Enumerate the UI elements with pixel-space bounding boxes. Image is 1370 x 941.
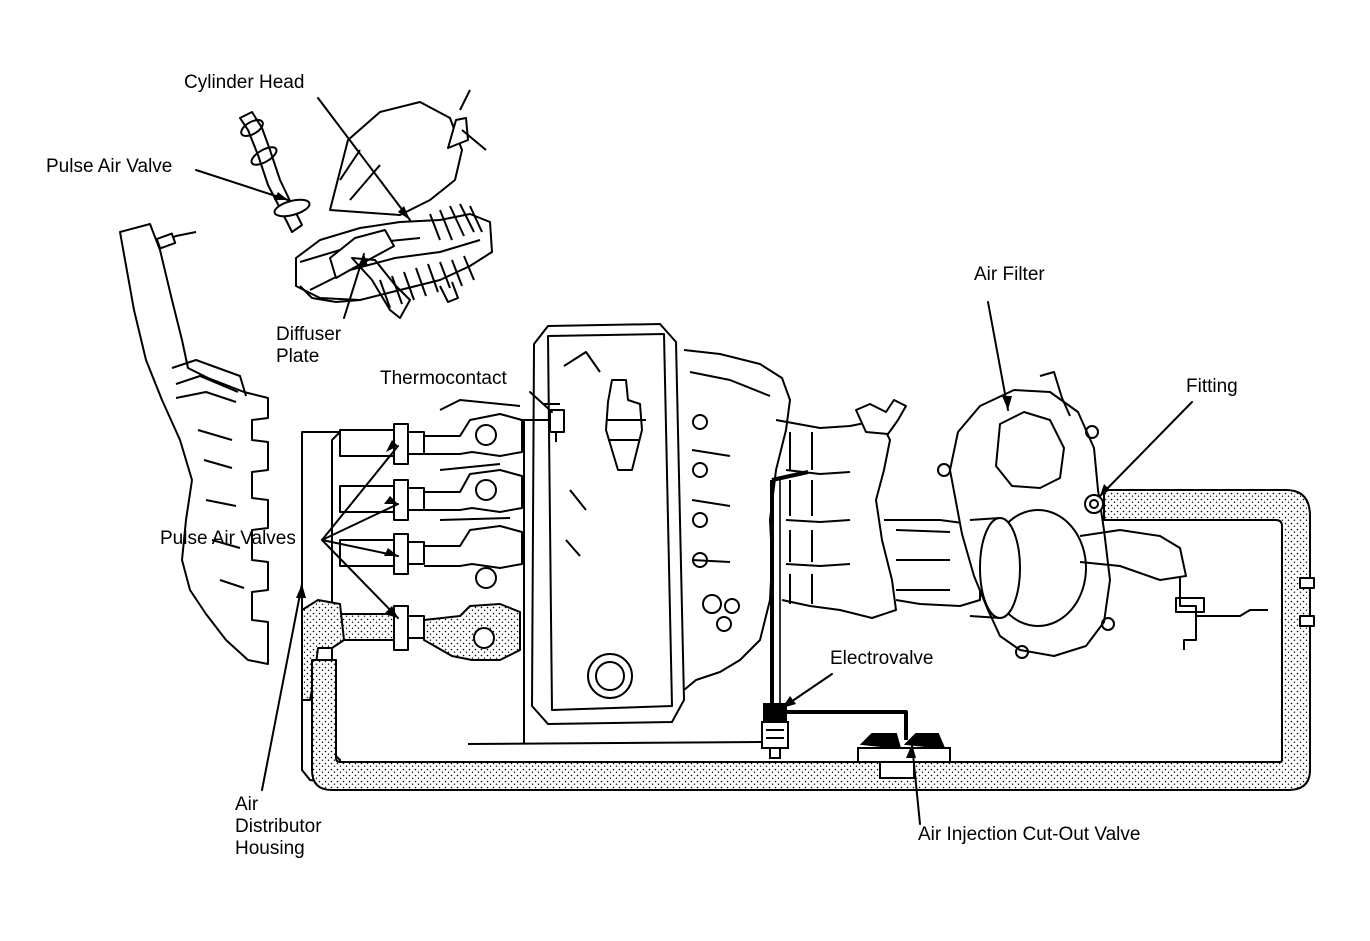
cutout-valve-body <box>857 733 951 779</box>
label-electrovalve: Electrovalve <box>830 648 934 669</box>
cylinder-head-inset <box>239 89 493 319</box>
label-air-distributor-housing-line-2: Distributor <box>235 816 322 837</box>
label-air-distributor-housing: Air Distributor Housing <box>235 794 322 860</box>
label-air-filter: Air Filter <box>974 264 1045 285</box>
label-diffuser-plate-line-2: Plate <box>276 346 320 367</box>
air-hose-loop <box>311 489 1315 791</box>
label-air-distributor-housing-line-1: Air <box>235 794 259 815</box>
electrovalve-body <box>761 703 789 759</box>
label-pulse-air-valve: Pulse Air Valve <box>46 156 173 177</box>
vacuum-lines <box>770 470 908 740</box>
label-pulse-air-valves: Pulse Air Valves <box>160 528 296 549</box>
label-air-injection-cutout-valve: Air Injection Cut-Out Valve <box>918 824 1141 845</box>
label-fitting: Fitting <box>1186 376 1238 397</box>
air-filter <box>937 371 1268 659</box>
label-diffuser-plate-line-1: Diffuser <box>276 324 342 345</box>
label-thermocontact: Thermocontact <box>380 368 507 389</box>
exhaust-manifold <box>119 223 269 665</box>
label-air-distributor-housing-line-3: Housing <box>235 838 305 859</box>
arrowheads <box>274 192 1110 758</box>
engine-block <box>467 323 981 745</box>
label-cylinder-head: Cylinder Head <box>184 72 305 93</box>
label-diffuser-plate: Diffuser Plate <box>276 324 341 368</box>
